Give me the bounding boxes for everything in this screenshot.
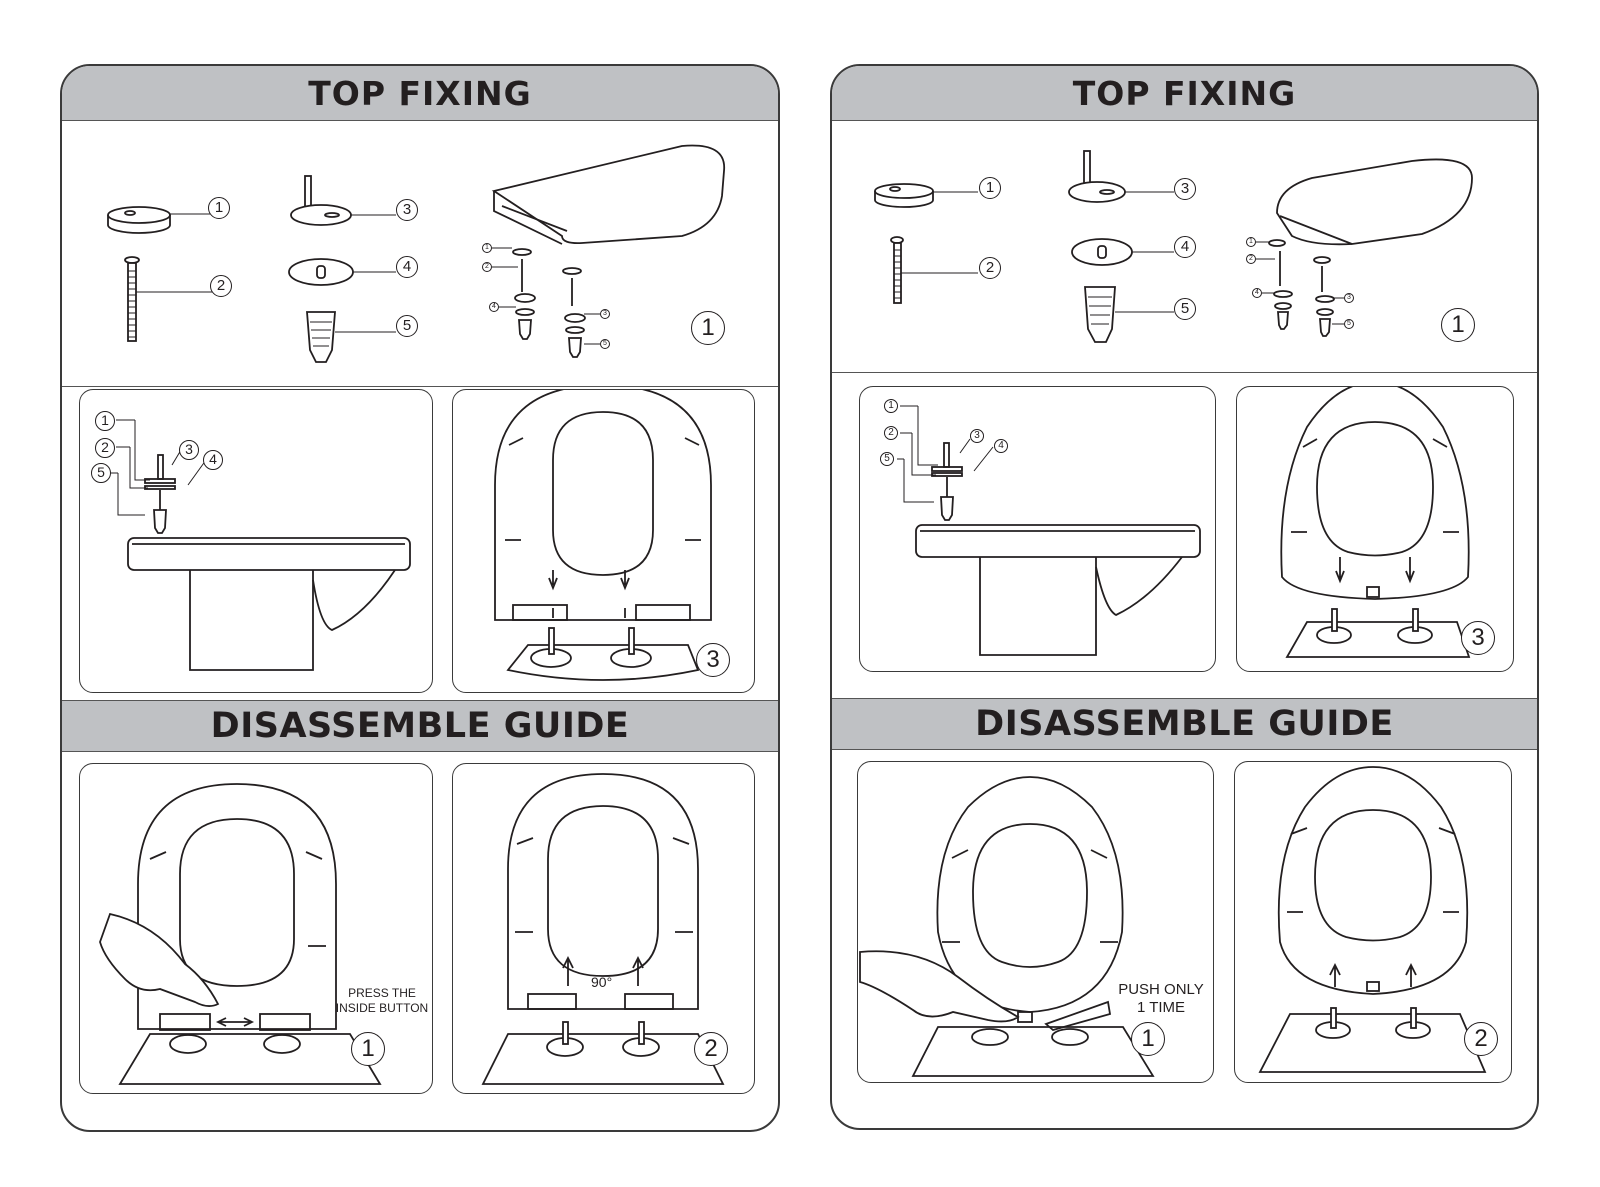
left-angle-label: 90° bbox=[591, 974, 613, 990]
left-overview-callout-2: 2 bbox=[482, 262, 492, 272]
right-overview-callout-3: 3 bbox=[1344, 293, 1354, 303]
left-disassemble-step-1-box: PRESS THE INSIDE BUTTON 1 bbox=[79, 763, 433, 1094]
right-step-3-badge: 3 bbox=[1461, 621, 1495, 655]
right-disassemble-step-2-badge: 2 bbox=[1464, 1022, 1498, 1056]
left-part-callout-2: 2 bbox=[210, 275, 232, 297]
left-step-1-badge: 1 bbox=[691, 311, 725, 345]
right-overview-callout-2: 2 bbox=[1246, 254, 1256, 264]
left-disassemble-step-2-box: 90° 2 bbox=[452, 763, 755, 1094]
left-press-button-illustration bbox=[99, 783, 382, 1085]
left-disassemble-guide-title: DISASSEMBLE GUIDE bbox=[62, 700, 778, 752]
right-part-callout-1: 1 bbox=[979, 177, 1001, 199]
right-part-callout-4: 4 bbox=[1174, 236, 1196, 258]
left-parts-illustration bbox=[107, 144, 725, 363]
right-part-callout-2: 2 bbox=[979, 257, 1001, 279]
right-divider bbox=[832, 372, 1537, 373]
left-bowl-side-view bbox=[110, 419, 411, 671]
right-seat-mount-illustration bbox=[1280, 387, 1471, 658]
right-bowl-side-view bbox=[897, 405, 1201, 656]
right-detail-callout-3: 3 bbox=[970, 429, 984, 443]
right-push-note-line-2: 1 TIME bbox=[1136, 999, 1186, 1016]
left-divider bbox=[62, 386, 778, 387]
right-detail-callout-2: 2 bbox=[884, 426, 898, 440]
left-seat-mount-illustration bbox=[494, 390, 712, 681]
left-press-note-line-1: PRESS THE bbox=[348, 986, 416, 1000]
left-overview-callout-1: 1 bbox=[482, 243, 492, 253]
right-instruction-panel: TOP FIXING bbox=[830, 64, 1539, 1130]
left-detail-callout-1: 1 bbox=[95, 411, 115, 431]
left-instruction-panel: TOP FIXING bbox=[60, 64, 780, 1132]
right-detail-callout-4: 4 bbox=[994, 439, 1008, 453]
left-part-callout-5: 5 bbox=[396, 315, 418, 337]
right-disassemble-step-1-badge: 1 bbox=[1131, 1022, 1165, 1056]
right-push-note: PUSH ONLY 1 TIME bbox=[1113, 981, 1209, 1017]
right-overview-callout-5: 5 bbox=[1344, 319, 1354, 329]
right-disassemble-guide-title: DISASSEMBLE GUIDE bbox=[832, 698, 1537, 750]
right-lift-seat-illustration bbox=[1258, 766, 1487, 1073]
left-detail-callout-2: 2 bbox=[95, 438, 115, 458]
left-overview-callout-5: 5 bbox=[600, 339, 610, 349]
left-detail-callout-4: 4 bbox=[203, 450, 223, 470]
left-detail-callout-3: 3 bbox=[179, 440, 199, 460]
left-seat-mount-box: 3 bbox=[452, 389, 755, 693]
left-part-callout-1: 1 bbox=[208, 197, 230, 219]
left-step-3-badge: 3 bbox=[696, 643, 730, 677]
left-top-fixing-title: TOP FIXING bbox=[62, 66, 778, 121]
right-parts-illustration bbox=[874, 150, 1473, 343]
left-press-note: PRESS THE INSIDE BUTTON bbox=[332, 986, 432, 1016]
right-seat-mount-box: 3 bbox=[1236, 386, 1514, 672]
right-top-fixing-title: TOP FIXING bbox=[832, 66, 1537, 121]
right-push-note-line-1: PUSH ONLY bbox=[1118, 981, 1204, 998]
left-part-callout-3: 3 bbox=[396, 199, 418, 221]
left-disassemble-step-1-badge: 1 bbox=[351, 1032, 385, 1066]
right-part-callout-5: 5 bbox=[1174, 298, 1196, 320]
right-push-button-illustration bbox=[859, 776, 1155, 1077]
right-detail-callout-5: 5 bbox=[880, 452, 894, 466]
left-press-note-line-2: INSIDE BUTTON bbox=[335, 1001, 429, 1015]
left-part-callout-4: 4 bbox=[396, 256, 418, 278]
left-overview-callout-4: 4 bbox=[489, 302, 499, 312]
right-disassemble-step-2-box: 2 bbox=[1234, 761, 1512, 1083]
left-lift-seat-illustration bbox=[481, 773, 725, 1085]
right-overview-callout-4: 4 bbox=[1252, 288, 1262, 298]
right-step-1-badge: 1 bbox=[1441, 308, 1475, 342]
left-hardware-detail-box: 1 2 3 4 5 bbox=[79, 389, 433, 693]
right-part-callout-3: 3 bbox=[1174, 178, 1196, 200]
right-overview-callout-1: 1 bbox=[1246, 237, 1256, 247]
left-disassemble-step-2-badge: 2 bbox=[694, 1032, 728, 1066]
right-detail-callout-1: 1 bbox=[884, 399, 898, 413]
left-detail-callout-5: 5 bbox=[91, 463, 111, 483]
right-disassemble-step-1-box: PUSH ONLY 1 TIME 1 bbox=[857, 761, 1214, 1083]
left-overview-callout-3: 3 bbox=[600, 309, 610, 319]
right-hardware-detail-box: 1 2 3 4 5 bbox=[859, 386, 1216, 672]
